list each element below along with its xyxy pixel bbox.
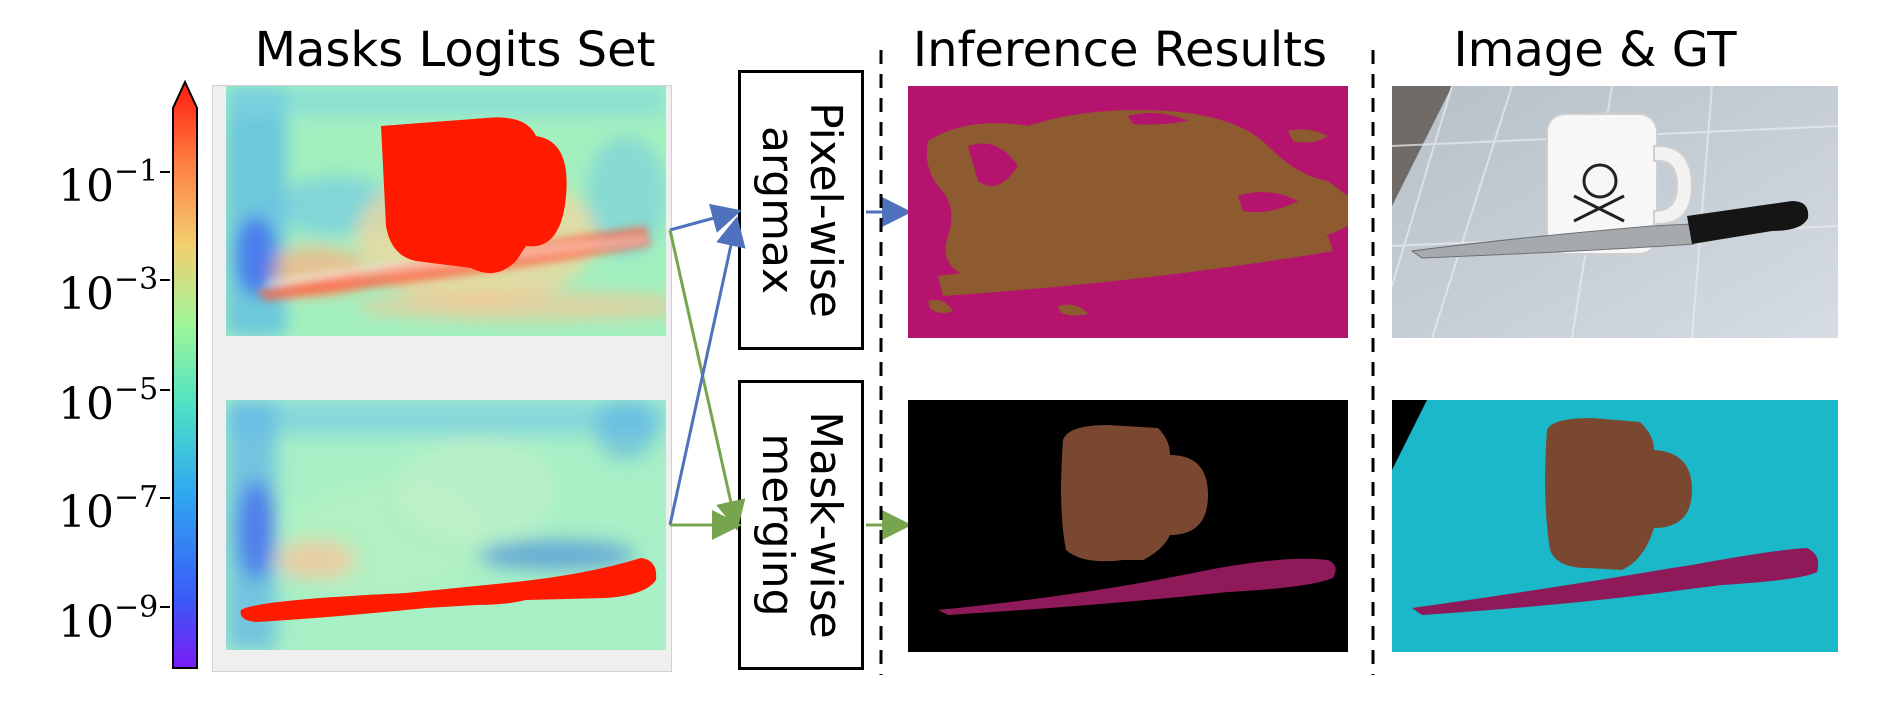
- tick-exp: −7: [114, 480, 159, 515]
- tick-base: 10: [58, 487, 114, 538]
- gt-right-edge: [1832, 400, 1838, 652]
- arrow-bottom-to-pixel: [668, 216, 746, 526]
- mug-handle: [1653, 144, 1694, 226]
- colorbar-tick-2: 10−3: [58, 262, 158, 320]
- flow-arrows: [668, 197, 910, 540]
- magenta-patch-2: [1238, 192, 1298, 213]
- tick-exp: −5: [114, 372, 159, 407]
- colorbar-tick-marks: [160, 171, 170, 608]
- knife-handle: [1687, 201, 1809, 244]
- colorbar-fill: [172, 80, 198, 669]
- knife-mask: [938, 558, 1336, 615]
- colorbar: [172, 80, 198, 669]
- mask-merging-result: [908, 400, 1348, 652]
- photo-dark-corner: [1392, 86, 1452, 206]
- pixel-wise-argmax-box: Pixel-wise argmax: [738, 70, 864, 350]
- knife-logit-high: [240, 558, 657, 622]
- tick-base: 10: [58, 269, 114, 320]
- logit-map-cup: [226, 86, 666, 336]
- image-gt-title: Image & GT: [1453, 22, 1737, 78]
- ground-truth: [1392, 400, 1838, 652]
- mug-body: [1546, 113, 1658, 255]
- inference-results-title: Inference Results: [912, 22, 1328, 78]
- arrow-top-to-pixel: [669, 203, 742, 233]
- knife-blade: [1410, 223, 1695, 259]
- colorbar-tick-4: 10−7: [58, 480, 158, 538]
- logit-map-knife: [226, 400, 666, 650]
- colorbar-tick-5: 10−9: [58, 590, 158, 648]
- input-image: [1392, 86, 1838, 338]
- pixel-argmax-result: [908, 86, 1348, 338]
- colorbar-tick-1: 10−1: [58, 154, 158, 212]
- knife-brown-region: [938, 236, 1333, 296]
- colorbar-tick-3: 10−5: [58, 372, 158, 430]
- tick-base: 10: [58, 379, 114, 430]
- dashed-separator-left: [879, 50, 883, 675]
- tick-exp: −3: [114, 262, 159, 297]
- gt-knife: [1412, 548, 1819, 615]
- tick-base: 10: [58, 161, 114, 212]
- brown-region: [926, 110, 1348, 276]
- cup-mask: [1061, 425, 1208, 562]
- cup-logit-high: [381, 117, 567, 274]
- dashed-separator-right: [1371, 50, 1375, 675]
- skull-icon: [1582, 163, 1618, 199]
- magenta-patch-3: [1128, 112, 1188, 125]
- tick-exp: −9: [114, 590, 159, 625]
- gt-cup: [1545, 418, 1692, 570]
- gt-void-corner: [1392, 400, 1427, 470]
- tick-base: 10: [58, 597, 114, 648]
- magenta-patch-1: [968, 143, 1018, 186]
- masks-logits-title: Masks Logits Set: [254, 22, 656, 78]
- tick-exp: −1: [114, 154, 159, 189]
